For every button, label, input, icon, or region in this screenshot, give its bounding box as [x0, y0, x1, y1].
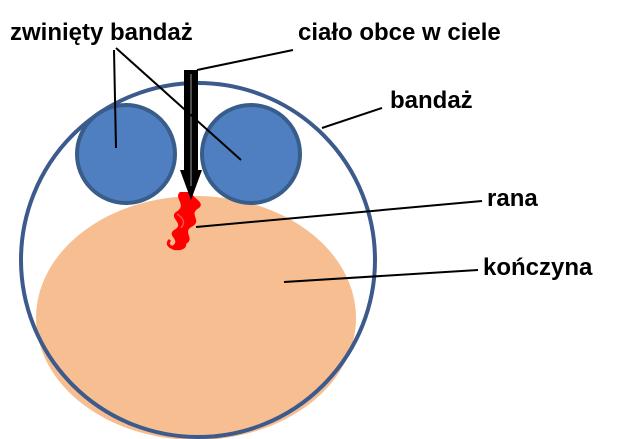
limb — [36, 196, 356, 439]
label-bandage: bandaż — [390, 87, 473, 114]
label-wound: rana — [487, 185, 538, 212]
rolled-bandage-right — [202, 105, 300, 203]
label-limb: kończyna — [483, 254, 593, 281]
rolled-bandage-left — [77, 105, 175, 203]
foreign-object-arrow — [180, 70, 202, 200]
label-rolled-bandage: zwinięty bandaż — [10, 19, 193, 46]
leader-foreign-object — [197, 50, 293, 70]
leader-bandage — [322, 108, 382, 128]
label-foreign-object: ciało obce w ciele — [298, 19, 501, 46]
